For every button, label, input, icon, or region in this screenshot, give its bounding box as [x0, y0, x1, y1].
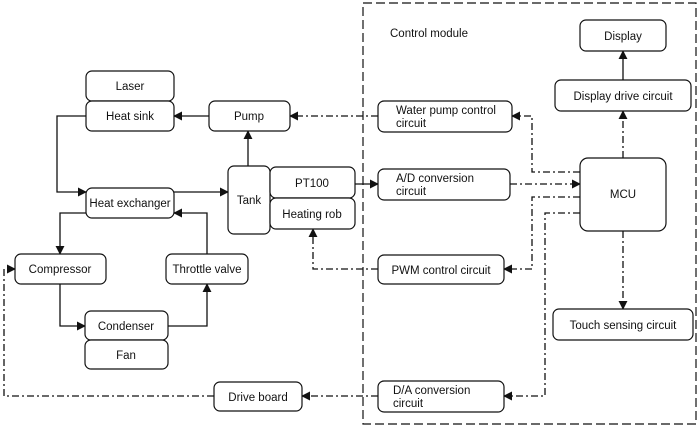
- compressor-block: Compressor: [14, 253, 107, 285]
- fan-label: Fan: [116, 350, 136, 362]
- heat-sink-block: Heat sink: [85, 100, 175, 132]
- line-mcu-to-pwm: [503, 196, 580, 274]
- water-pump-control-circuit-block: Water pump control circuit: [377, 100, 513, 133]
- tank-block: Tank: [227, 165, 271, 235]
- da-conversion-label-line1: D/A conversion: [393, 385, 470, 397]
- line-driveboard-to-compressor: [3, 264, 214, 397]
- pt100-label: PT100: [295, 178, 329, 190]
- pwm-control-circuit-block: PWM control circuit: [377, 254, 505, 285]
- display-drive-circuit-block: Display drive circuit: [554, 79, 692, 112]
- line-pwm-to-heating: [308, 228, 378, 270]
- display-label: Display: [604, 31, 642, 43]
- water-pump-control-label-line2: circuit: [396, 118, 427, 130]
- pwm-control-circuit-label: PWM control circuit: [391, 265, 491, 277]
- display-drive-circuit-label: Display drive circuit: [573, 91, 673, 103]
- touch-sensing-circuit-label: Touch sensing circuit: [570, 320, 678, 332]
- heating-rob-block: Heating rob: [269, 197, 356, 230]
- tank-label: Tank: [237, 195, 262, 207]
- line-mcu-to-da: [503, 212, 580, 401]
- display-block: Display: [579, 19, 667, 52]
- laser-label: Laser: [116, 81, 145, 93]
- mcu-label: MCU: [610, 189, 636, 201]
- heating-rob-label: Heating rob: [282, 209, 341, 221]
- condenser-label: Condenser: [98, 321, 154, 333]
- heat-exchanger-label: Heat exchanger: [89, 198, 170, 210]
- line-heatsink-to-exchanger: [56, 115, 87, 197]
- ad-conversion-circuit-block: A/D conversion circuit: [377, 168, 511, 201]
- fan-block: Fan: [84, 339, 169, 370]
- water-pump-control-label-line1: Water pump control: [396, 105, 496, 117]
- throttle-valve-label: Throttle valve: [172, 264, 241, 276]
- pt100-block: PT100: [269, 166, 356, 199]
- control-module-title: Control module: [390, 28, 468, 40]
- drive-board-block: Drive board: [213, 381, 303, 412]
- line-exchanger-to-compressor: [55, 212, 106, 255]
- heat-sink-label: Heat sink: [106, 111, 154, 123]
- line-throttle-to-exchanger: [173, 208, 208, 254]
- heat-exchanger-block: Heat exchanger: [85, 187, 175, 219]
- line-compressor-to-condenser: [59, 284, 86, 331]
- ad-conversion-label-line1: A/D conversion: [396, 173, 474, 185]
- throttle-valve-block: Throttle valve: [165, 253, 249, 285]
- line-mcu-to-pumpcontrol: [511, 111, 580, 173]
- pump-label: Pump: [234, 111, 264, 123]
- da-conversion-circuit-block: D/A conversion circuit: [377, 380, 505, 413]
- laser-block: Laser: [85, 70, 175, 102]
- compressor-label: Compressor: [29, 264, 92, 276]
- ad-conversion-label-line2: circuit: [396, 186, 427, 198]
- pump-block: Pump: [208, 100, 291, 132]
- da-conversion-label-line2: circuit: [393, 398, 424, 410]
- touch-sensing-circuit-block: Touch sensing circuit: [552, 308, 694, 341]
- condenser-block: Condenser: [84, 310, 169, 341]
- mcu-block: MCU: [579, 157, 667, 232]
- line-condenser-to-throttle: [168, 283, 212, 327]
- drive-board-label: Drive board: [228, 392, 287, 404]
